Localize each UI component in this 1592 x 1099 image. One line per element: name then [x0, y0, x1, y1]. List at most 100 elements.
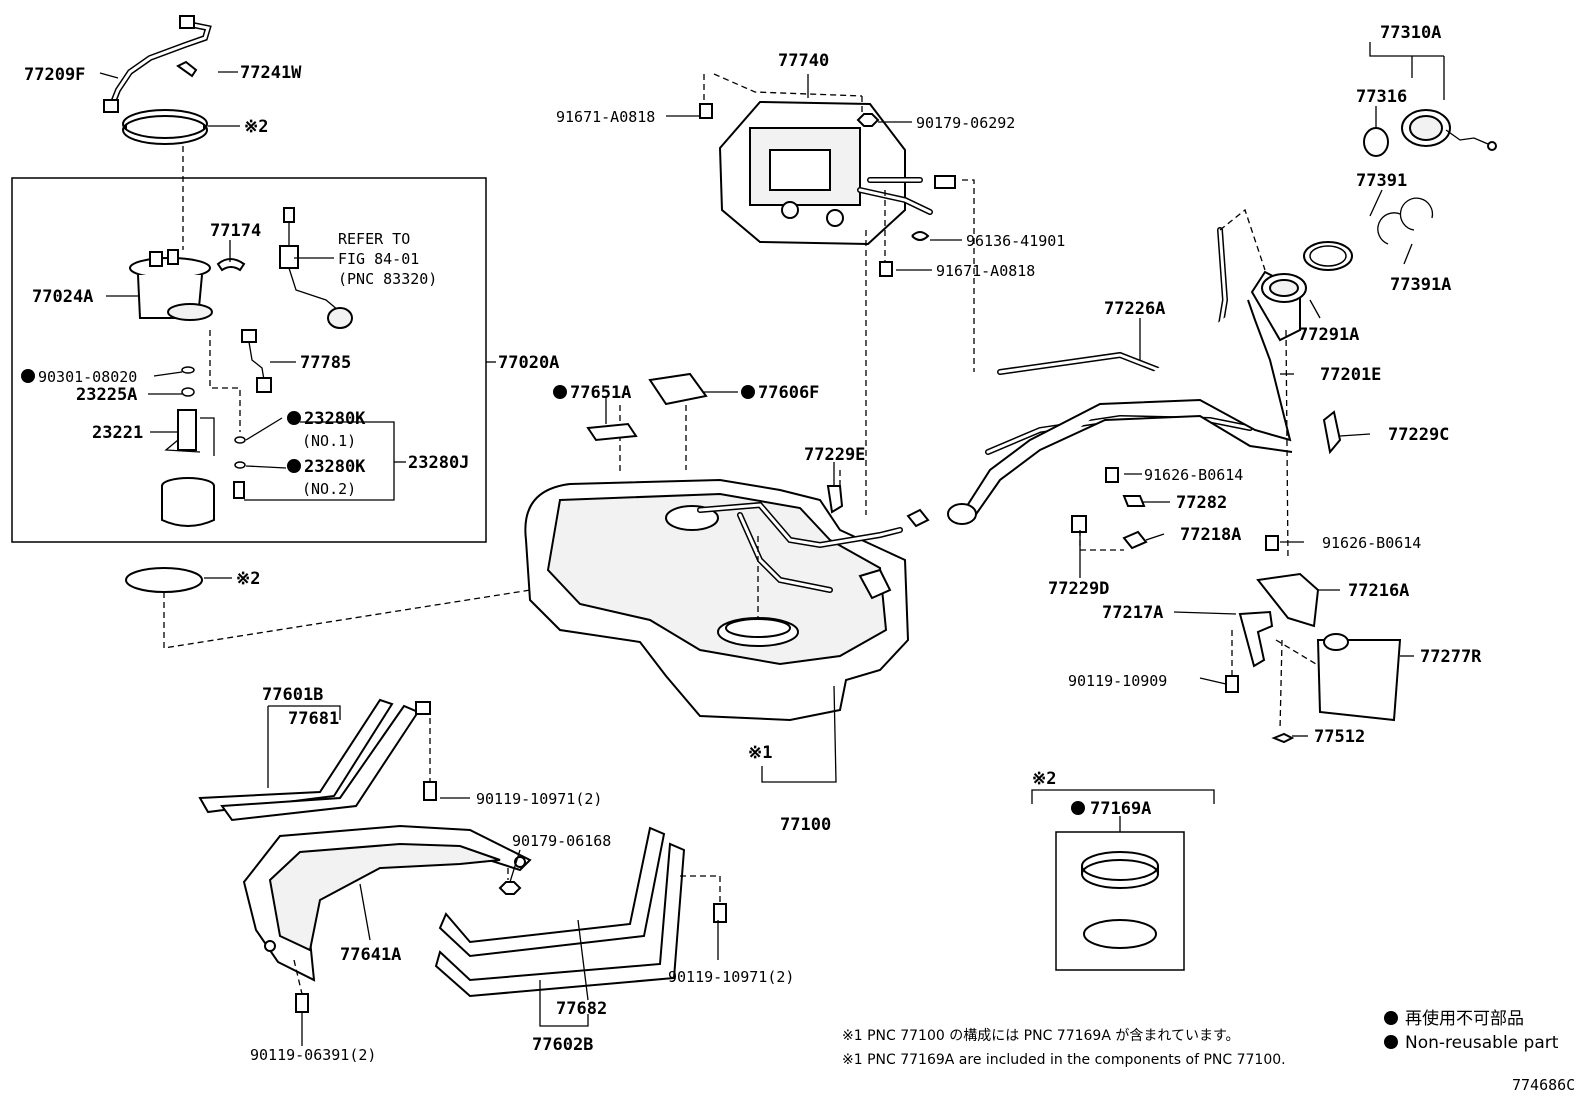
label-77229E: 77229E: [804, 445, 865, 465]
evap-cover-pad: [648, 372, 708, 406]
tube-clip: [176, 60, 198, 78]
cushion: [181, 387, 195, 397]
pump-gasket: [125, 567, 203, 593]
o-ring-no1: [234, 436, 246, 444]
clamp-77218a: [1122, 530, 1148, 550]
label-77512: 77512: [1314, 727, 1365, 747]
label-refer-3: (PNC 83320): [338, 270, 437, 288]
label-90179-06168: 90179-06168: [512, 832, 611, 850]
fuel-cap: [1401, 109, 1497, 151]
label-23221: 23221: [92, 423, 143, 443]
label-77169A: 77169A: [1090, 799, 1151, 819]
label-77740: 77740: [778, 51, 829, 71]
legend-japanese: 再使用不可部品: [1405, 1008, 1524, 1029]
clamp-77229d: [1071, 515, 1087, 533]
label-91671-b: 91671-A0818: [936, 262, 1035, 280]
hose-clamp: [911, 231, 930, 241]
label-77651A: 77651A: [570, 383, 631, 403]
label-77229D: 77229D: [1048, 579, 1109, 599]
label-77391: 77391: [1356, 171, 1407, 191]
label-mark2-b: ※2: [236, 569, 260, 589]
nut-canister: [856, 113, 880, 127]
filler-bracket-lower: [1238, 610, 1274, 668]
tank-protector: [242, 824, 532, 982]
label-77282: 77282: [1176, 493, 1227, 513]
label-77241W: 77241W: [240, 63, 302, 83]
label-77602B: 77602B: [532, 1035, 593, 1055]
filler-gasket: [1303, 241, 1353, 271]
pump-wire-harness: [241, 329, 272, 393]
filler-neck: [1261, 273, 1307, 303]
label-77217A: 77217A: [1102, 603, 1163, 623]
grommet-77512: [1271, 732, 1295, 744]
label-77606F: 77606F: [758, 383, 819, 403]
label-90119-10971-b: 90119-10971(2): [668, 968, 794, 986]
vent-clip: [1122, 495, 1146, 507]
charcoal-canister: [718, 100, 956, 246]
label-77681: 77681: [288, 709, 339, 729]
pump-clamp: [216, 258, 246, 272]
label-mark2-a: ※2: [244, 117, 268, 137]
o-ring-no2: [234, 461, 246, 469]
bolt-canister-b: [879, 261, 893, 277]
leader-lines: [99, 42, 1445, 1046]
label-77291A: 77291A: [1298, 325, 1359, 345]
pump-assembly-box: [11, 177, 487, 543]
fuel-pump: [164, 409, 215, 456]
retainer-ring: [122, 109, 208, 145]
tank-band-rear: [198, 698, 431, 822]
label-77310A: 77310A: [1380, 23, 1441, 43]
label-no1: (NO.1): [302, 432, 356, 450]
pressure-regulator: [233, 481, 245, 499]
label-refer-2: FIG 84-01: [338, 250, 419, 268]
label-77100: 77100: [780, 815, 831, 835]
label-77682: 77682: [556, 999, 607, 1019]
clamp-77229e: [826, 485, 844, 514]
label-77209F: 77209F: [24, 65, 85, 85]
label-90301: 90301-08020: [38, 368, 137, 386]
label-90119-10971-a: 90119-10971(2): [476, 790, 602, 808]
label-77024A: 77024A: [32, 287, 93, 307]
bolt-91626-b: [1265, 535, 1279, 551]
bolt-band-rear: [423, 781, 437, 801]
label-77785: 77785: [300, 353, 351, 373]
label-91671-a: 91671-A0818: [556, 108, 655, 126]
label-23225A: 23225A: [76, 385, 137, 405]
bolt-90119-10909: [1225, 675, 1239, 693]
fuel-sender-gauge: [279, 207, 353, 329]
fuel-tank: [524, 478, 930, 722]
filler-box: [1316, 639, 1402, 722]
label-77391A: 77391A: [1390, 275, 1451, 295]
filler-protector: [1256, 572, 1320, 628]
retainer-gasket-set: [1081, 851, 1159, 949]
label-96136: 96136-41901: [966, 232, 1065, 250]
legend-english: Non-reusable part: [1405, 1033, 1559, 1053]
label-no2: (NO.2): [302, 480, 356, 498]
label-77216A: 77216A: [1348, 581, 1409, 601]
nut-protector: [498, 881, 522, 895]
fuel-pump-module: [129, 249, 213, 321]
retainer-clip-b: [1399, 197, 1434, 231]
label-90119-06391: 90119-06391(2): [250, 1046, 376, 1064]
label-77218A: 77218A: [1180, 525, 1241, 545]
label-77201E: 77201E: [1320, 365, 1381, 385]
evap-cover-sheet: [586, 422, 638, 442]
fuel-suction-tube: [103, 15, 212, 113]
bolt-91626-a: [1105, 467, 1119, 483]
label-77316: 77316: [1356, 87, 1407, 107]
label-mark2-c: ※2: [1032, 769, 1056, 789]
bolt-band-front: [713, 903, 727, 923]
note-english: ※1 PNC 77169A are included in the compon…: [842, 1052, 1286, 1068]
bolt-protector: [295, 993, 309, 1013]
label-mark1: ※1: [748, 743, 772, 763]
label-77601B: 77601B: [262, 685, 323, 705]
label-77229C: 77229C: [1388, 425, 1449, 445]
cap-gasket: [1363, 127, 1389, 157]
tank-band-front: [434, 826, 686, 998]
label-77020A: 77020A: [498, 353, 559, 373]
label-90179-06292: 90179-06292: [916, 114, 1015, 132]
label-23280K-1: 23280K: [304, 409, 366, 429]
note-japanese: ※1 PNC 77100 の構成には PNC 77169A が含まれています。: [842, 1028, 1240, 1044]
label-77226A: 77226A: [1104, 299, 1165, 319]
